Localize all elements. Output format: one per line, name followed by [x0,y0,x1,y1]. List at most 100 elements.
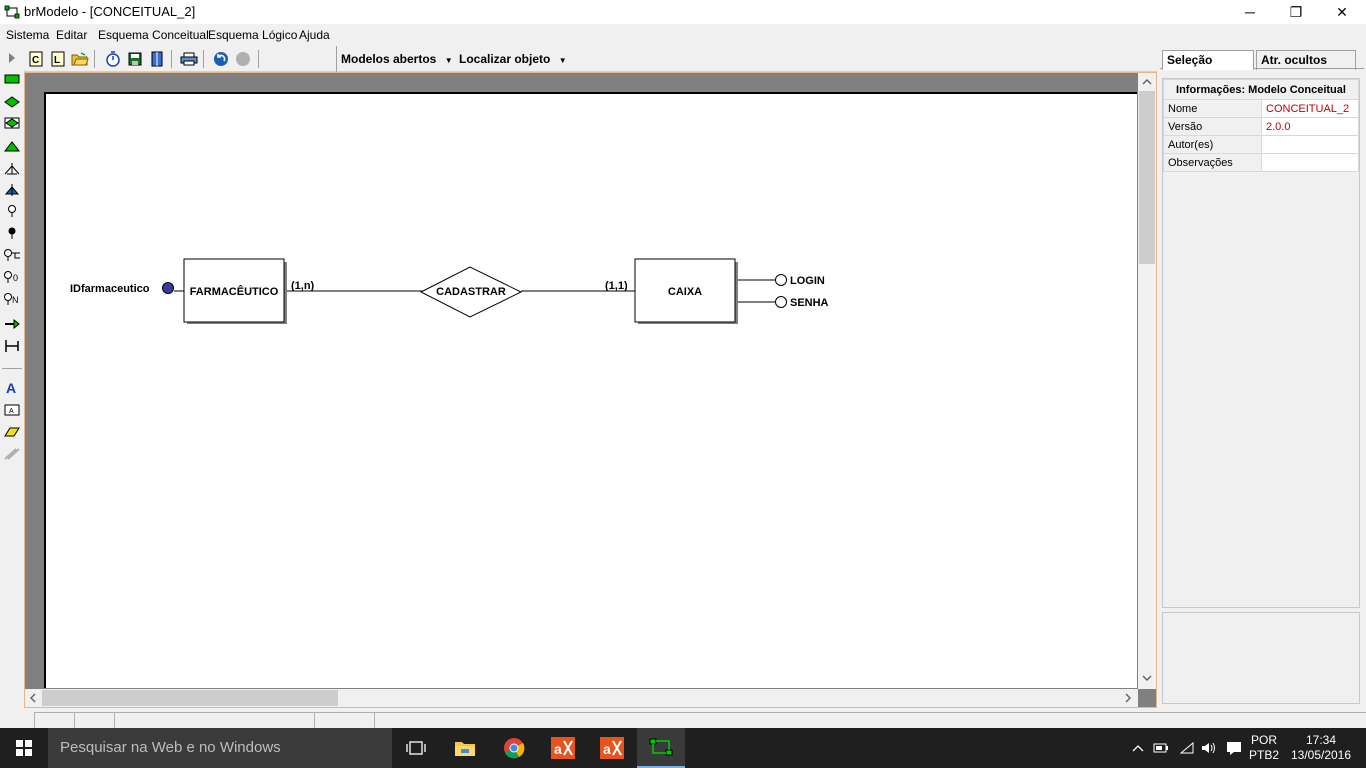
entity-caixa[interactable]: CAIXA [634,258,738,324]
tab-selecao[interactable]: Seleção [1162,50,1254,70]
localizar-objeto-label: Localizar objeto [459,52,551,66]
open-button[interactable] [71,50,89,68]
exclusive-specialization-tool[interactable] [2,159,22,179]
taskbar-search[interactable]: Pesquisar na Web e no Windows [48,728,392,768]
save-as-button[interactable] [148,50,166,68]
optional-attribute-tool[interactable]: 0 [2,267,22,287]
attribute-login[interactable]: LOGIN [775,274,825,288]
printer-icon [180,52,198,66]
language-label: POR [1250,733,1277,747]
diagram-canvas[interactable]: FARMACÊUTICO CADASTRAR CAIXA (1,n) (1,1)… [44,92,1137,688]
attribute-icon [8,205,16,217]
identifier-attribute-tool[interactable] [2,223,22,243]
brmodelo-taskbar[interactable] [637,728,685,768]
property-key: Autor(es) [1163,135,1262,154]
cardinality-caixa[interactable]: (1,1) [605,280,628,292]
attribute-senha[interactable]: SENHA [775,296,829,310]
brmodelo-app-icon [649,738,673,756]
tray-expand[interactable] [1128,728,1148,768]
tray-wifi[interactable] [1176,728,1198,768]
self-relationship-tool[interactable] [2,336,22,356]
property-row[interactable]: Observações [1163,153,1359,172]
chevron-down-icon: ▼ [558,56,567,65]
save-button[interactable] [126,50,144,68]
property-value[interactable] [1261,153,1359,172]
tray-language[interactable]: POR PTB2 [1246,728,1282,768]
minimize-button[interactable]: ─ [1227,0,1273,24]
attribute-senha-label: SENHA [790,297,829,309]
self-relationship-icon [5,340,19,352]
connector-tool[interactable] [2,314,22,334]
tab-atr-ocultos[interactable]: Atr. ocultos [1256,50,1356,70]
attribute-tool[interactable] [2,201,22,221]
close-button[interactable]: ✕ [1319,0,1365,24]
horizontal-scroll-thumb[interactable] [42,690,338,706]
volume-icon [1202,742,1215,754]
property-key: Nome [1163,99,1262,118]
start-button[interactable] [0,728,48,768]
svg-text:0: 0 [13,273,18,283]
select-tool[interactable] [2,48,22,68]
undo-button[interactable] [212,50,230,68]
status-cell [34,712,74,728]
scroll-down-icon[interactable] [1142,674,1152,682]
disabled-tool[interactable] [2,444,22,464]
app-taskbar-1[interactable]: a [539,728,587,768]
menu-editar[interactable]: Editar [56,28,88,42]
scroll-right-icon[interactable] [1124,693,1132,703]
associative-entity-tool[interactable] [2,113,22,133]
multivalued-attribute-icon: N [4,293,19,305]
menu-sistema[interactable]: Sistema [6,28,50,42]
key-attribute-dot-icon [162,282,174,294]
property-value[interactable]: 2.0.0 [1261,117,1359,136]
property-value[interactable] [1261,135,1359,154]
task-view-button[interactable] [392,728,440,768]
chrome-taskbar[interactable] [490,728,538,768]
redo-button[interactable] [234,50,252,68]
relationship-tool[interactable] [2,92,22,112]
tray-volume[interactable] [1198,728,1220,768]
new-logical-button[interactable]: L [49,50,67,68]
print-button[interactable] [180,50,198,68]
tray-clock[interactable]: 17:34 13/05/2016 [1286,728,1356,768]
horizontal-scrollbar[interactable] [25,689,1138,707]
timer-button[interactable] [104,50,122,68]
toolbar: C L Modelos abertos ▼ Localizar objeto ▼ [24,46,1157,72]
new-conceptual-button[interactable]: C [27,50,45,68]
composite-attribute-tool[interactable] [2,245,22,265]
entity-farmaceutico[interactable]: FARMACÊUTICO [183,258,287,324]
tray-battery[interactable] [1150,728,1172,768]
file-explorer-taskbar[interactable] [441,728,489,768]
keyboard-layout-label: PTB2 [1248,748,1279,762]
tray-notifications[interactable] [1222,728,1246,768]
chevron-down-icon: ▼ [444,56,453,65]
nonexclusive-specialization-tool[interactable] [2,180,22,200]
multivalued-attribute-tool[interactable]: N [2,289,22,309]
cardinality-farmaceutico[interactable]: (1,n) [291,280,315,292]
textbox-tool[interactable]: A [2,400,22,420]
toolbar-separator [203,50,204,68]
vertical-scrollbar[interactable] [1138,73,1156,689]
specialization-tool[interactable] [2,136,22,156]
textbox-icon: A [4,404,20,416]
relationship-cadastrar[interactable]: CADASTRAR [419,266,523,318]
scroll-up-icon[interactable] [1142,78,1152,86]
attribute-idfarmaceutico[interactable]: IDfarmaceutico [70,282,174,296]
menu-esquema-conceitual[interactable]: Esquema Conceitual [98,28,209,42]
menu-esquema-logico[interactable]: Esquema Lógico [208,28,298,42]
property-value[interactable]: CONCEITUAL_2 [1261,99,1359,118]
vertical-scroll-thumb[interactable] [1139,91,1155,264]
eraser-tool[interactable] [2,422,22,442]
scroll-left-icon[interactable] [29,693,37,703]
localizar-objeto-dropdown[interactable]: Localizar objeto ▼ [459,52,567,66]
entity-tool[interactable] [2,69,22,89]
menu-ajuda[interactable]: Ajuda [299,28,330,42]
property-key: Versão [1163,117,1262,136]
property-row[interactable]: Autor(es) [1163,135,1359,154]
modelos-abertos-dropdown[interactable]: Modelos abertos ▼ [341,52,453,66]
app-taskbar-2[interactable]: a [588,728,636,768]
text-tool[interactable]: A [2,378,22,398]
maximize-button[interactable]: ❐ [1273,0,1319,24]
